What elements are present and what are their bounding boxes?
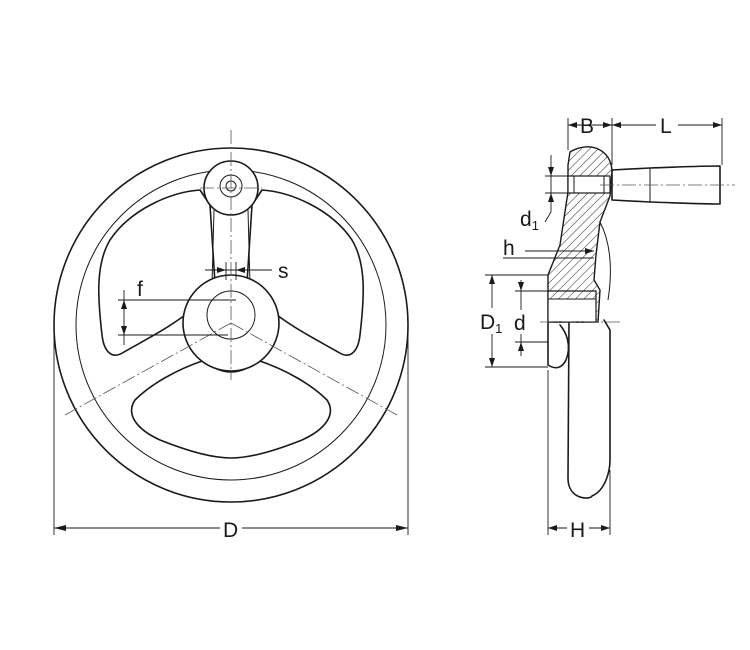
label-f: f: [137, 278, 143, 301]
knurled-band: [547, 290, 597, 300]
label-s: s: [278, 260, 289, 283]
spoke-top: [211, 209, 251, 286]
label-D1: D1: [480, 311, 502, 336]
dimension-H: [547, 370, 611, 535]
front-view: s f D: [53, 130, 409, 542]
dimension-h: [503, 248, 594, 259]
label-h: h: [503, 237, 515, 260]
dimension-B: [567, 118, 613, 165]
dimension-s: [205, 262, 272, 280]
dimension-d1: [544, 155, 568, 223]
dimension-f: [118, 290, 228, 345]
label-D: D: [223, 519, 238, 542]
centerline-diag-left: [64, 322, 232, 416]
label-H: H: [570, 519, 585, 542]
label-B: B: [580, 115, 594, 138]
side-view: B L d1 h: [478, 114, 735, 542]
centerline-diag-right: [230, 322, 398, 416]
label-d1: d1: [520, 208, 539, 233]
label-d: d: [514, 312, 526, 335]
handle-bore: [567, 175, 611, 194]
side-hub-lower: [547, 321, 570, 369]
side-spoke: [599, 221, 611, 301]
side-rim-body: [567, 319, 611, 499]
label-L: L: [660, 115, 672, 138]
